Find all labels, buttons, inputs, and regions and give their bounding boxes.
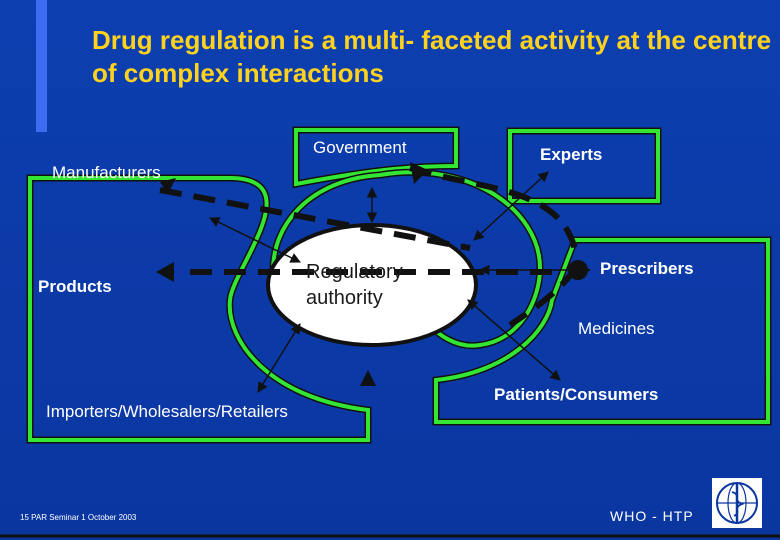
- who-emblem-icon: [712, 478, 762, 528]
- slide-title: Drug regulation is a multi- faceted acti…: [92, 25, 772, 88]
- experts-box: [506, 127, 662, 205]
- label-products: Products: [38, 277, 112, 296]
- regulatory-authority-ellipse: [266, 223, 478, 347]
- prescribers-hub: [568, 260, 588, 280]
- label-medicines: Medicines: [578, 319, 655, 338]
- triangle-pointers: [156, 162, 428, 386]
- label-regulatory: Regulatory: [306, 261, 403, 283]
- label-authority: authority: [306, 287, 383, 309]
- label-experts: Experts: [540, 145, 603, 164]
- footer-seminar: 15 PAR Seminar 1 October 2003: [20, 513, 137, 522]
- left-region: [26, 174, 372, 444]
- government-box: [292, 126, 460, 189]
- accent-bar: [36, 0, 47, 132]
- footer-org: WHO - HTP: [610, 508, 694, 524]
- label-government: Government: [313, 138, 407, 157]
- label-regulatory-authority: Regulatory authority: [306, 259, 403, 311]
- label-prescribers: Prescribers: [600, 259, 694, 278]
- label-patients: Patients/Consumers: [494, 385, 659, 404]
- label-manufacturers: Manufacturers: [52, 163, 161, 182]
- thin-arrows: [209, 171, 592, 393]
- label-importers: Importers/Wholesalers/Retailers: [46, 402, 288, 421]
